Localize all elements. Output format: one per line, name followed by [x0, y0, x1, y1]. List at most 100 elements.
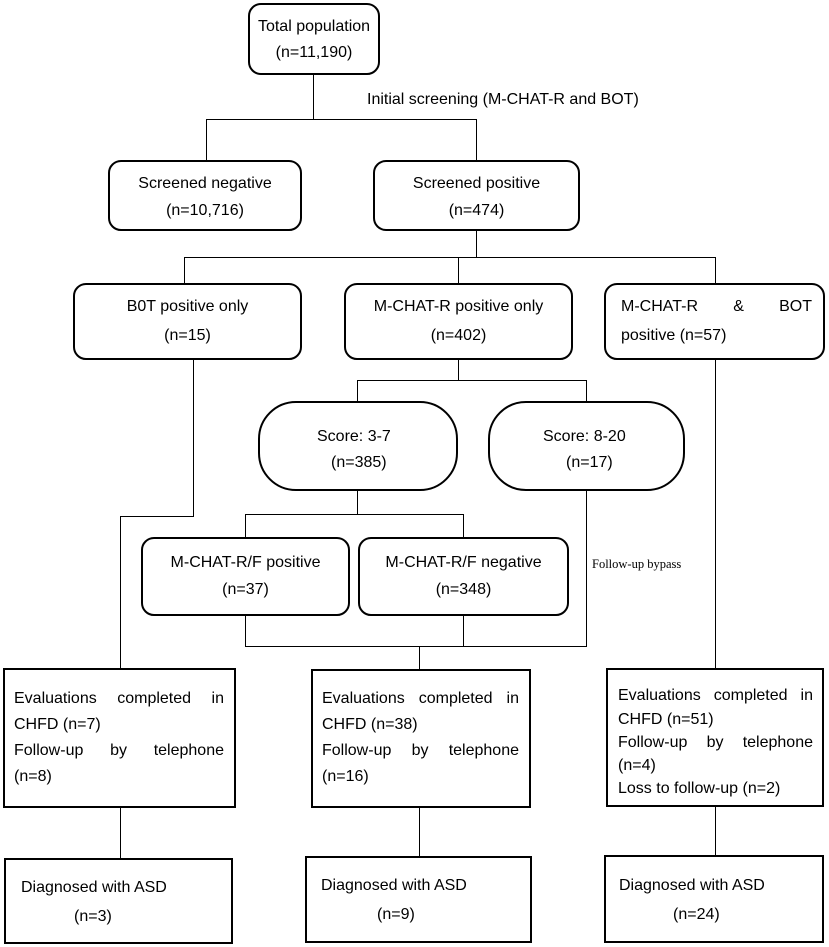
- connector: [476, 231, 478, 258]
- screened-positive-label: Screened positive: [412, 175, 541, 192]
- mchat-and-bot-word1: M-CHAT-R: [621, 298, 699, 315]
- connector: [184, 257, 716, 259]
- mchat-positive-only-label: M-CHAT-R positive only: [373, 298, 544, 315]
- connector: [357, 380, 587, 382]
- evaluations-left-line1: Evaluations completed in: [14, 689, 224, 709]
- diagnosed-right-box: [604, 855, 824, 943]
- connector: [184, 257, 186, 284]
- connector: [245, 514, 464, 516]
- connector: [120, 516, 194, 518]
- evaluations-mid-line4: (n=16): [322, 768, 369, 785]
- evaluations-right-line3: Follow-up by telephone: [618, 733, 813, 753]
- connector: [419, 807, 421, 857]
- follow-up-bypass-label: Follow-up bypass: [592, 557, 682, 571]
- word: completed: [418, 690, 493, 707]
- connector: [120, 807, 122, 859]
- mchat-rf-positive-label: M-CHAT-R/F positive: [170, 554, 321, 571]
- word: completed: [117, 690, 192, 707]
- connector: [715, 257, 717, 284]
- connector: [245, 514, 247, 537]
- evaluations-right-line2: CHFD (n=51): [618, 711, 714, 728]
- score-3-7-box: [258, 401, 458, 491]
- word: telephone: [448, 742, 519, 759]
- mchat-rf-negative-label: M-CHAT-R/F negative: [385, 554, 542, 571]
- evaluations-right-line5: Loss to follow-up (n=2): [618, 780, 781, 797]
- mchat-positive-only-count: (n=402): [430, 327, 487, 344]
- diagnosed-mid-count: (n=9): [377, 906, 415, 923]
- diagnosed-left-label: Diagnosed with ASD: [21, 879, 167, 896]
- mchat-and-bot-word3: BOT: [779, 298, 812, 315]
- word: by: [706, 734, 724, 751]
- word: Follow-up: [322, 742, 392, 759]
- diagnosed-mid-label: Diagnosed with ASD: [321, 877, 467, 894]
- connector: [193, 360, 195, 517]
- total-population-count: (n=11,190): [275, 44, 353, 61]
- connector: [313, 74, 315, 120]
- bot-positive-only-count: (n=15): [164, 327, 211, 344]
- bot-positive-only-box: [73, 283, 302, 360]
- connector: [476, 119, 478, 161]
- word: Evaluations: [618, 687, 701, 704]
- word: telephone: [742, 734, 813, 751]
- mchat-rf-positive-box: [141, 537, 350, 616]
- word: completed: [713, 687, 788, 704]
- mchat-and-bot-positive-count: positive (n=57): [621, 327, 727, 344]
- diagnosed-left-box: [4, 858, 233, 944]
- word: Follow-up: [14, 742, 84, 759]
- evaluations-mid-line3: Follow-up by telephone: [322, 741, 519, 761]
- evaluations-left-line3: Follow-up by telephone: [14, 741, 224, 761]
- screened-positive-count: (n=474): [448, 202, 505, 219]
- score-8-20-count: (n=17): [566, 454, 613, 471]
- total-population-label: Total population: [257, 18, 371, 35]
- mchat-and-bot-positive-line1: M-CHAT-R & BOT: [621, 297, 812, 317]
- evaluations-right-line4: (n=4): [618, 757, 656, 774]
- evaluations-mid-line1: Evaluations completed in: [322, 689, 519, 709]
- total-population-box: [248, 3, 380, 75]
- score-3-7-label: Score: 3-7: [317, 428, 391, 445]
- mchat-and-bot-word2: &: [733, 298, 744, 315]
- connector: [419, 646, 421, 670]
- evaluations-left-line2: CHFD (n=7): [14, 716, 101, 733]
- connector: [715, 360, 717, 669]
- evaluations-mid-box: [311, 669, 531, 808]
- connector: [357, 380, 359, 401]
- evaluations-right-line1: Evaluations completed in: [618, 686, 813, 706]
- score-8-20-box: [488, 401, 685, 491]
- screened-positive-box: [373, 160, 580, 231]
- connector: [206, 119, 477, 121]
- evaluations-mid-line2: CHFD (n=38): [322, 716, 418, 733]
- score-8-20-label: Score: 8-20: [543, 428, 626, 445]
- connector: [458, 360, 460, 381]
- connector: [586, 491, 588, 647]
- connector: [463, 514, 465, 537]
- word: by: [411, 742, 429, 759]
- mchat-rf-positive-count: (n=37): [222, 581, 269, 598]
- word: Evaluations: [322, 690, 405, 707]
- evaluations-left-line4: (n=8): [14, 768, 52, 785]
- connector: [206, 119, 208, 161]
- mchat-and-bot-positive-box: [604, 283, 825, 360]
- evaluations-left-box: [3, 668, 236, 808]
- screened-negative-label: Screened negative: [138, 175, 272, 192]
- word: in: [506, 690, 519, 707]
- diagnosed-left-count: (n=3): [74, 908, 112, 925]
- evaluations-right-box: [606, 668, 824, 807]
- connector: [715, 806, 717, 856]
- word: in: [211, 690, 224, 707]
- connector: [357, 491, 359, 515]
- diagnosed-right-label: Diagnosed with ASD: [619, 877, 765, 894]
- connector: [245, 646, 587, 648]
- screened-negative-box: [108, 160, 302, 231]
- connector: [245, 616, 247, 647]
- word: Follow-up: [618, 734, 688, 751]
- score-3-7-count: (n=385): [331, 454, 387, 471]
- screened-negative-count: (n=10,716): [166, 202, 244, 219]
- diagnosed-mid-box: [305, 856, 532, 943]
- initial-screening-label: Initial screening (M-CHAT-R and BOT): [367, 91, 639, 108]
- bot-positive-only-label: B0T positive only: [126, 298, 249, 315]
- diagnosed-right-count: (n=24): [673, 906, 720, 923]
- connector: [458, 257, 460, 284]
- connector: [463, 616, 465, 647]
- mchat-rf-negative-box: [358, 537, 569, 616]
